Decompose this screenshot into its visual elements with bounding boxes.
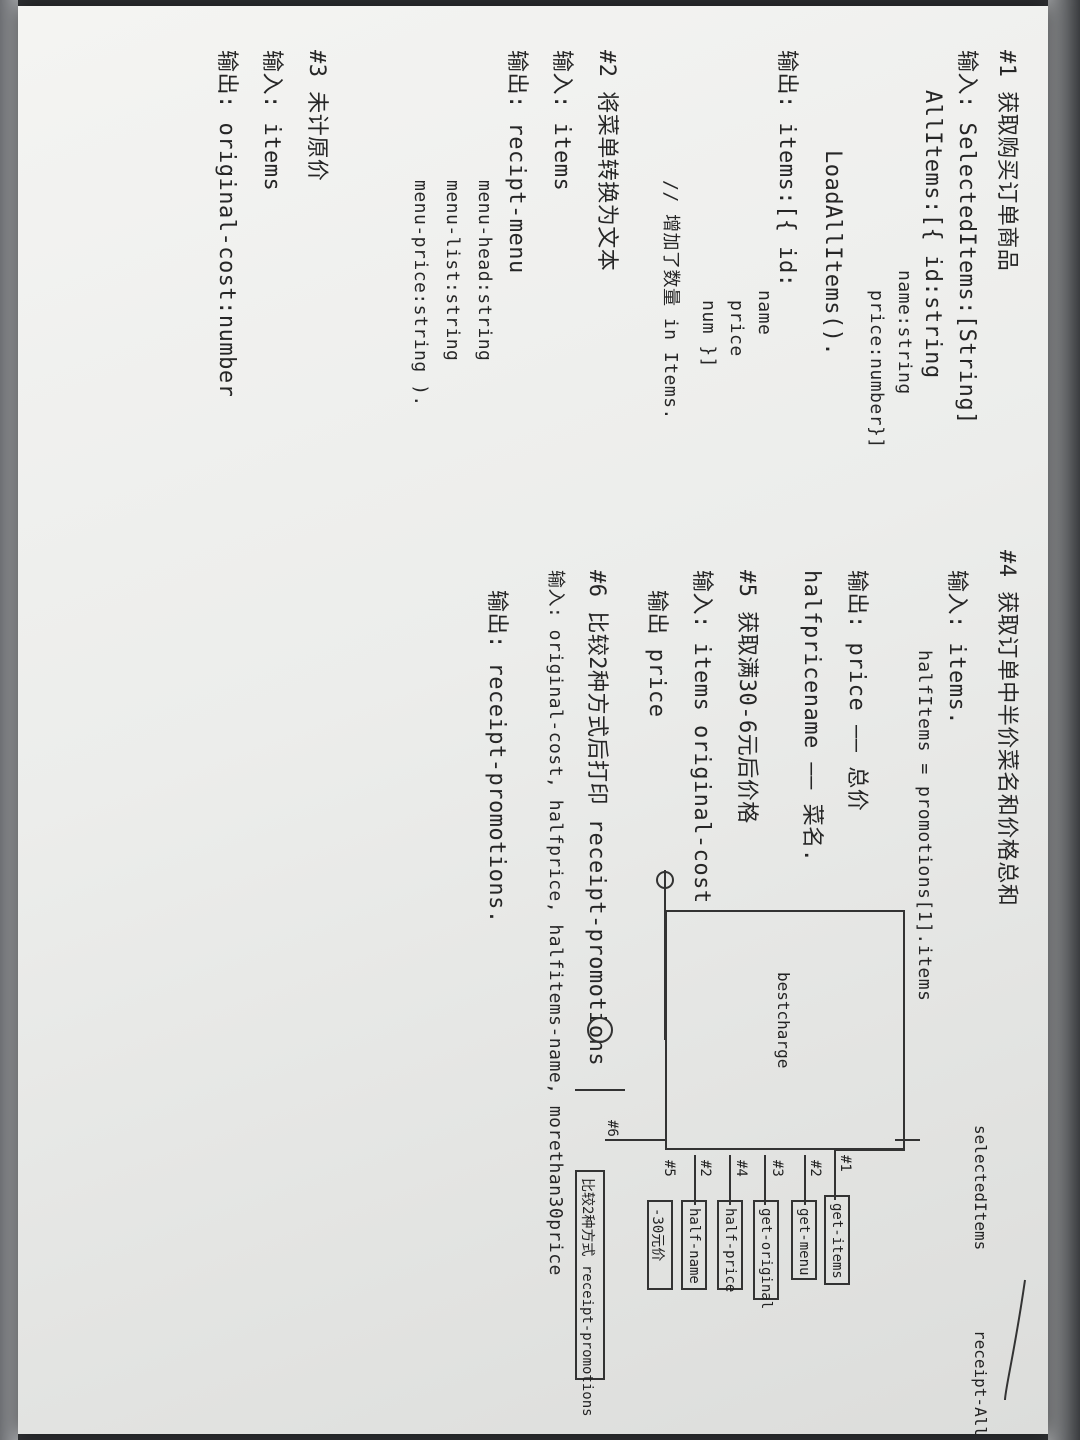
bestcharge-box: bestcharge (665, 910, 905, 1150)
node-half-price-label: half-price (722, 1208, 738, 1293)
tag-2b: #2 (697, 1160, 713, 1177)
tag-1: #1 (837, 1155, 853, 1172)
output-label-receipt-all: receipt-All (971, 1330, 990, 1436)
desk-right-edge (1048, 0, 1080, 1440)
node-get-items: get-items (824, 1195, 850, 1285)
node-half-name-label: half-name (686, 1208, 702, 1284)
tag-6: #6 (604, 1120, 620, 1137)
node-minus-30-label: -30元价 (649, 1208, 665, 1262)
node-get-menu: get-menu (791, 1200, 817, 1280)
paper-sheet (18, 6, 1048, 1434)
input-label-selected-items: selectedItems (971, 1125, 990, 1251)
tag-3: #3 (769, 1160, 785, 1177)
node-get-menu-label: get-menu (796, 1208, 812, 1276)
tag-4: #4 (733, 1160, 749, 1177)
node-get-original-label: get-original (758, 1208, 774, 1310)
node-get-original: get-original (753, 1200, 779, 1309)
tag-2: #2 (807, 1160, 823, 1177)
paper-left-shadow (0, 0, 18, 1440)
node-get-items-label: get-items (829, 1203, 845, 1279)
node-half-price: half-price (717, 1200, 743, 1293)
handwritten-notes: #1 获取购买订单商品 输入: SelectedItems:[String] A… (35, 30, 1045, 1436)
node-half-name: half-name (681, 1200, 707, 1290)
diagram-lines (575, 870, 1026, 1401)
node-minus-30: -30元价 (647, 1200, 673, 1290)
bestcharge-label: bestcharge (774, 972, 793, 1069)
node-compare-label: 比较2种方式 receipt-promotions (579, 1178, 595, 1417)
tag-5: #5 (661, 1160, 677, 1177)
node-compare: 比较2种方式 receipt-promotions (575, 1170, 605, 1417)
